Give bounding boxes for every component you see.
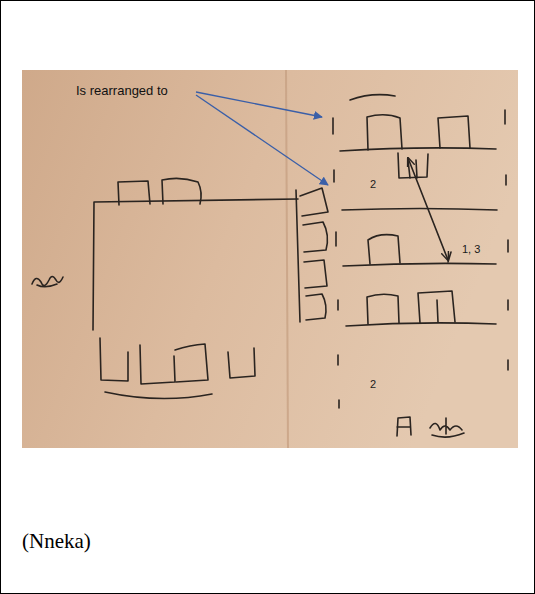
count-label: 1, 3 (462, 243, 480, 255)
count-label: 2 (370, 378, 376, 390)
table-outline (93, 199, 298, 330)
caption: (Nneka) (22, 530, 91, 553)
annotation-text: Is rearranged to (76, 84, 168, 98)
paper-fold (286, 70, 288, 448)
photo-paper (22, 70, 518, 448)
count-label: 2 (370, 178, 376, 190)
hand-sketch (32, 95, 508, 437)
callout-arrows (196, 92, 328, 185)
table-edge (296, 190, 300, 322)
